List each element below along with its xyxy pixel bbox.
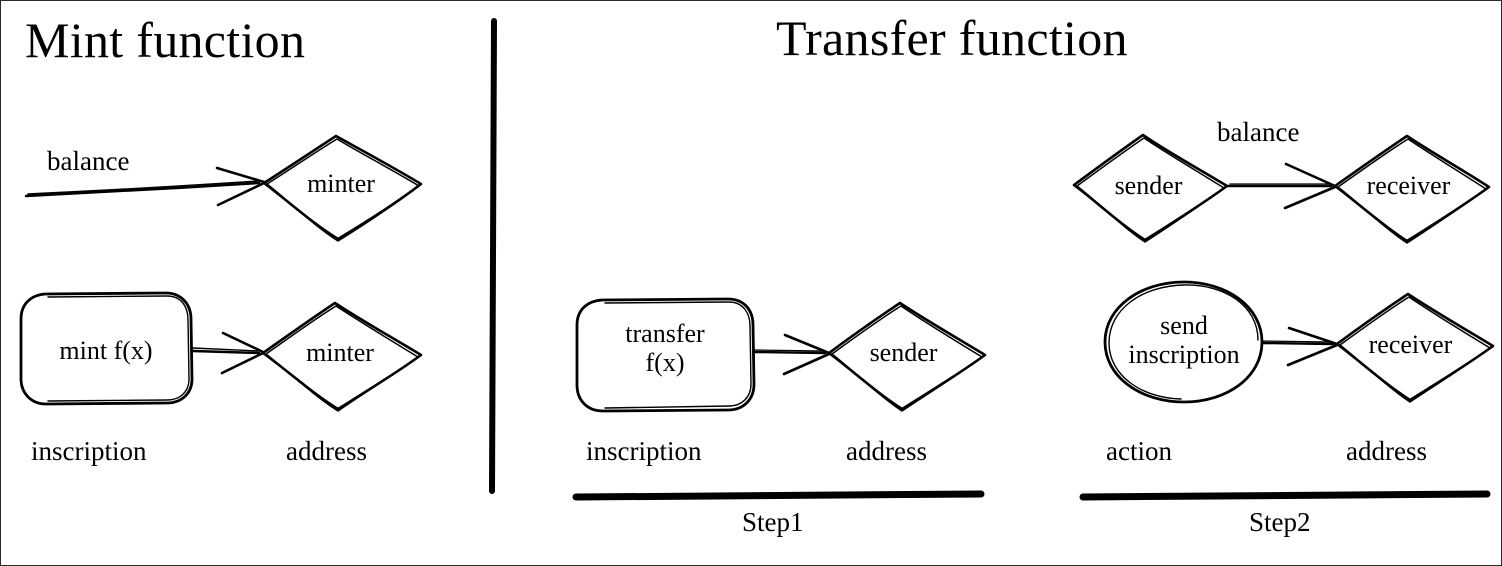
mint-address-caption: address — [286, 436, 367, 466]
step2-edge-echo — [1262, 340, 1333, 343]
step1-arrowhead-lower — [782, 352, 831, 376]
mint-balance-edge-label: balance — [47, 146, 130, 176]
transfer-fx-node-label-line2: f(x) — [645, 348, 685, 378]
mint-balance-arrowhead-lower — [216, 181, 266, 207]
step2-address-caption: address — [1346, 436, 1427, 466]
panel-divider — [489, 18, 497, 494]
step2-rule — [1079, 490, 1491, 501]
mint-fx-arrowhead — [221, 331, 265, 354]
mint-fx-edge — [191, 349, 261, 355]
step2-arrowhead — [1287, 326, 1339, 346]
step2-action-caption: action — [1106, 436, 1172, 466]
sender-node-label-step1: sender — [869, 338, 938, 367]
step2-arrowhead-lower — [1286, 343, 1339, 367]
transfer-panel-title: Transfer function — [776, 10, 1128, 66]
step1-address-caption: address — [846, 436, 927, 466]
step1-edge — [753, 350, 827, 355]
send-inscription-node-label-line1: send — [1160, 311, 1208, 340]
mint-balance-arrowhead — [215, 166, 266, 184]
step1-caption: Step1 — [742, 507, 804, 537]
send-inscription-node-label: send inscription — [1109, 311, 1259, 369]
step2-edge — [1261, 341, 1335, 346]
step2-caption: Step2 — [1249, 507, 1311, 537]
mint-balance-edge-echo — [27, 180, 261, 195]
step1-arrowhead — [783, 333, 831, 355]
transfer-fx-node-label-line1: transfer — [625, 319, 705, 348]
mint-fx-edge-echo — [192, 347, 259, 352]
balance-arrowhead — [1284, 162, 1337, 188]
mint-fx-node-label: mint f(x) — [59, 336, 153, 365]
minter-node-label-top: minter — [307, 169, 375, 198]
step1-rule — [572, 490, 985, 501]
transfer-balance-edge-label: balance — [1217, 117, 1300, 147]
receiver-node-label-step2: receiver — [1368, 330, 1453, 359]
send-inscription-node-label-line2: inscription — [1128, 340, 1240, 370]
receiver-node-label-top: receiver — [1366, 171, 1451, 200]
step1-inscription-caption: inscription — [586, 436, 702, 466]
sender-node-label-top: sender — [1114, 171, 1183, 200]
step1-edge-echo — [754, 349, 825, 352]
mint-fx-arrowhead-lower — [220, 351, 265, 375]
mint-balance-edge — [24, 181, 261, 198]
balance-arrowhead-lower — [1283, 185, 1337, 210]
mint-panel-title: Mint function — [25, 12, 306, 68]
transfer-fx-node-label: transfer f(x) — [601, 319, 729, 377]
mint-inscription-caption: inscription — [31, 436, 147, 466]
minter-node-label-bottom: minter — [306, 338, 374, 367]
